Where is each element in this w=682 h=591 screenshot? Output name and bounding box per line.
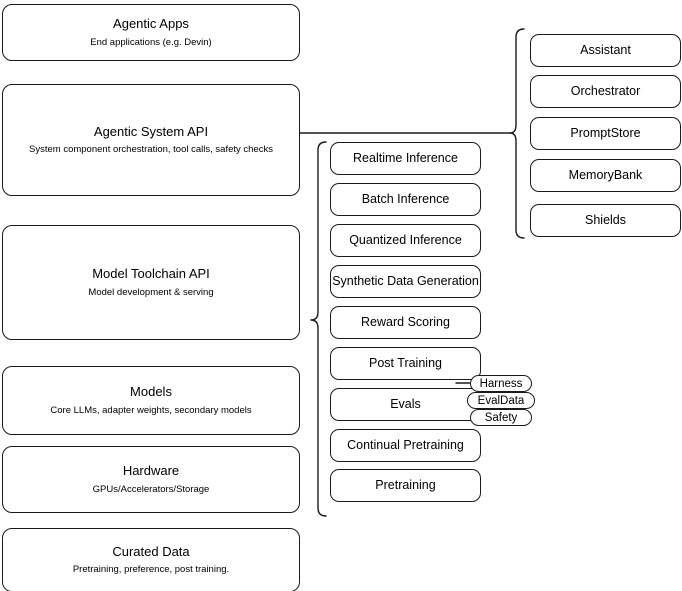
toolchain-item-realtime-inference[interactable]: Realtime Inference <box>330 142 481 175</box>
agentic-system-item-label: Orchestrator <box>570 83 641 98</box>
toolchain-item-quantized-inference[interactable]: Quantized Inference <box>330 224 481 257</box>
evals-pill-label: Harness <box>479 377 523 390</box>
toolchain-item-label: Continual Pretraining <box>347 437 464 452</box>
toolchain-item-label: Post Training <box>369 355 442 370</box>
toolchain-item-pretraining[interactable]: Pretraining <box>330 469 481 502</box>
agentic-system-item-memorybank[interactable]: MemoryBank <box>530 159 681 192</box>
layer-title: Model Toolchain API <box>92 266 210 282</box>
layer-title: Curated Data <box>112 543 190 559</box>
layer-subtitle: System component orchestration, tool cal… <box>29 144 273 156</box>
toolchain-item-label: Quantized Inference <box>349 232 462 247</box>
agentic-system-item-promptstore[interactable]: PromptStore <box>530 117 681 150</box>
layer-subtitle: Core LLMs, adapter weights, secondary mo… <box>50 404 252 416</box>
layer-subtitle: End applications (e.g. Devin) <box>90 36 212 48</box>
agentic-system-item-assistant[interactable]: Assistant <box>530 34 681 67</box>
agentic-system-item-label: Assistant <box>580 42 631 57</box>
toolchain-item-batch-inference[interactable]: Batch Inference <box>330 183 481 216</box>
layer-title: Agentic Apps <box>113 16 189 32</box>
layer-title: Hardware <box>122 463 180 479</box>
agentic-system-item-orchestrator[interactable]: Orchestrator <box>530 75 681 108</box>
layer-subtitle: Model development & serving <box>88 286 214 298</box>
stack-layer-model-toolchain-api[interactable]: Model Toolchain API Model development & … <box>2 225 300 340</box>
stack-layer-curated-data[interactable]: Curated Data Pretraining, preference, po… <box>2 528 300 591</box>
evals-pill-label: EvalData <box>477 394 525 407</box>
agentic-system-item-label: MemoryBank <box>568 167 643 182</box>
toolchain-item-evals[interactable]: Evals <box>330 388 481 421</box>
toolchain-item-label: Evals <box>390 396 421 411</box>
toolchain-item-label: Synthetic Data Generation <box>332 273 479 288</box>
bracket-model-toolchain <box>310 141 327 517</box>
stack-layer-agentic-system-api[interactable]: Agentic System API System component orch… <box>2 84 300 196</box>
toolchain-item-label: Pretraining <box>375 477 436 492</box>
layer-subtitle: GPUs/Accelerators/Storage <box>92 483 210 495</box>
toolchain-item-synthetic-data-generation[interactable]: Synthetic Data Generation <box>330 265 481 298</box>
agentic-system-item-label: PromptStore <box>570 125 641 140</box>
toolchain-item-label: Reward Scoring <box>361 314 450 329</box>
stack-layer-agentic-apps[interactable]: Agentic Apps End applications (e.g. Devi… <box>2 4 300 61</box>
agentic-system-item-shields[interactable]: Shields <box>530 204 681 237</box>
evals-pill-label: Safety <box>484 411 518 424</box>
toolchain-item-continual-pretraining[interactable]: Continual Pretraining <box>330 429 481 462</box>
agentic-system-item-label: Shields <box>585 212 626 227</box>
bracket-agentic-system <box>509 28 525 239</box>
layer-subtitle: Pretraining, preference, post training. <box>72 564 230 576</box>
toolchain-item-label: Realtime Inference <box>353 150 458 165</box>
stack-layer-models[interactable]: Models Core LLMs, adapter weights, secon… <box>2 366 300 435</box>
evals-pill-safety[interactable]: Safety <box>470 409 532 426</box>
toolchain-item-post-training[interactable]: Post Training <box>330 347 481 380</box>
toolchain-item-reward-scoring[interactable]: Reward Scoring <box>330 306 481 339</box>
layer-title: Agentic System API <box>93 123 209 139</box>
evals-pill-evaldata[interactable]: EvalData <box>467 392 535 409</box>
toolchain-item-label: Batch Inference <box>361 191 450 206</box>
layer-title: Models <box>130 384 172 400</box>
evals-pill-harness[interactable]: Harness <box>470 375 532 392</box>
stack-layer-hardware[interactable]: Hardware GPUs/Accelerators/Storage <box>2 446 300 513</box>
